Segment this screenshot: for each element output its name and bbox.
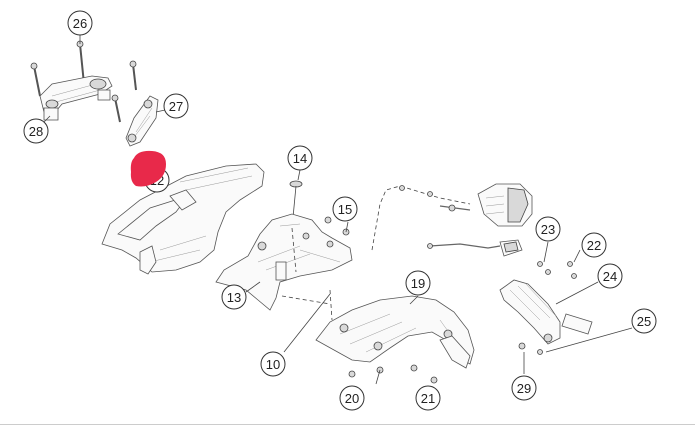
callout-20: 20 (339, 385, 365, 411)
side-bracket-27 (125, 95, 159, 147)
callout-23-label: 23 (541, 222, 555, 237)
callout-23: 23 (535, 216, 561, 242)
callout-29: 29 (511, 375, 537, 401)
callout-19-label: 19 (411, 276, 425, 291)
callout-26: 26 (67, 10, 93, 36)
callout-13-label: 13 (227, 290, 241, 305)
callout-27: 27 (163, 93, 189, 119)
callout-27-label: 27 (169, 99, 183, 114)
fasteners-20-21 (348, 364, 438, 385)
screw-set-15 (324, 216, 350, 236)
rear-frame-bracket-19 (315, 295, 475, 369)
license-plate-holder (215, 213, 353, 311)
callout-14: 14 (287, 145, 313, 171)
callout-14-label: 14 (293, 151, 307, 166)
callout-15-label: 15 (338, 202, 352, 217)
callout-21-label: 21 (421, 391, 435, 406)
callout-21: 21 (415, 385, 441, 411)
bolt-left (30, 62, 41, 97)
alignment-lines (281, 227, 333, 321)
tail-light-assembly (371, 183, 533, 257)
callout-26-label: 26 (73, 16, 87, 31)
callout-22-label: 22 (587, 238, 601, 253)
callout-29-label: 29 (517, 381, 531, 396)
callout-28-label: 28 (29, 124, 43, 139)
callout-19: 19 (405, 270, 431, 296)
callout-25-label: 25 (637, 314, 651, 329)
rear-fender (101, 163, 265, 275)
plate-light-bracket-24 (499, 261, 593, 355)
callout-22: 22 (581, 232, 607, 258)
redaction-mark (130, 150, 166, 187)
callout-15: 15 (332, 196, 358, 222)
grab-handle-assembly (30, 40, 159, 147)
callout-24: 24 (597, 263, 623, 289)
leader-lines (43, 34, 633, 374)
callout-10-label: 10 (266, 357, 280, 372)
bolt-right-b (111, 94, 121, 123)
bottom-divider (0, 424, 695, 425)
bolt-right-a (129, 60, 137, 91)
callout-13: 13 (221, 284, 247, 310)
callout-25: 25 (631, 308, 657, 334)
callout-28: 28 (23, 118, 49, 144)
callout-24-label: 24 (603, 269, 617, 284)
callout-10: 10 (260, 351, 286, 377)
callout-20-label: 20 (345, 391, 359, 406)
